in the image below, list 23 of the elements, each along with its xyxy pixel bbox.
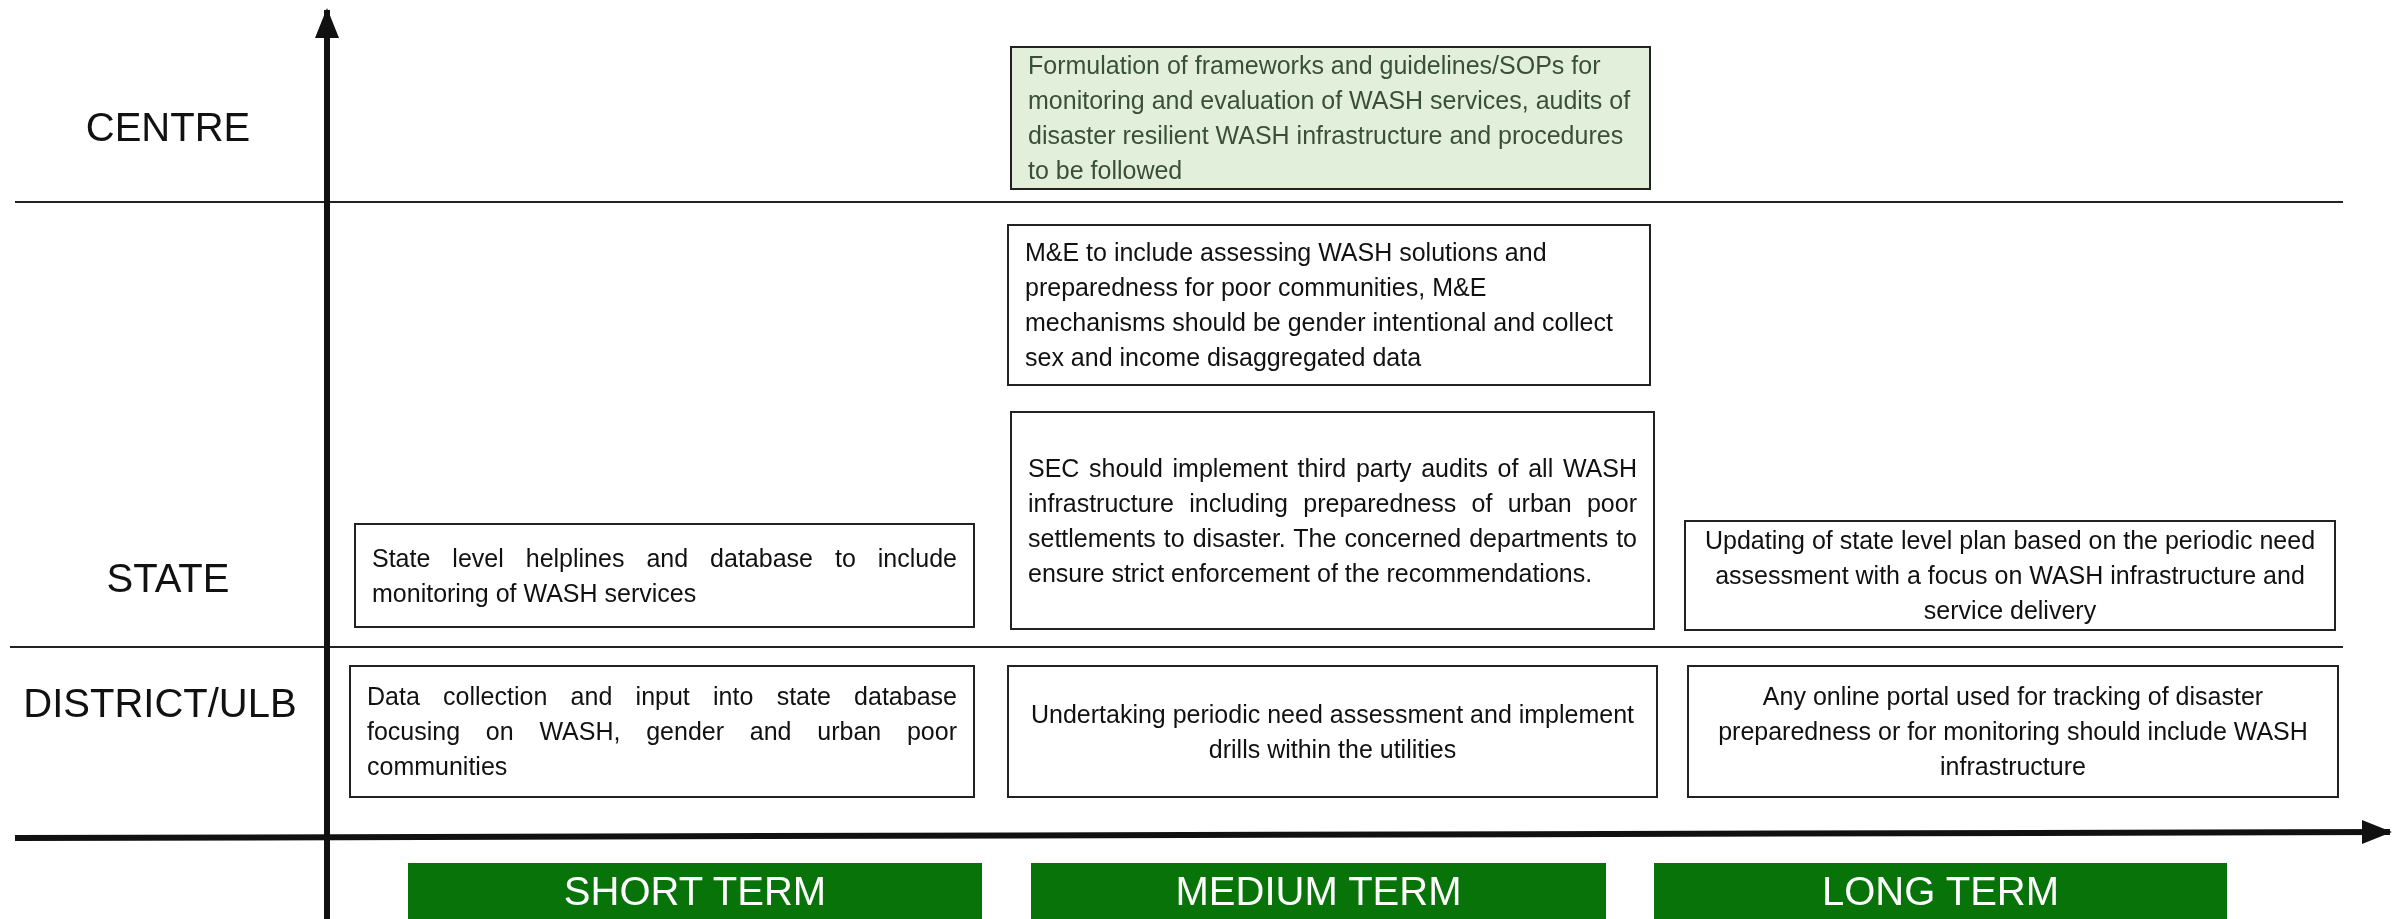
box-text: Formulation of frameworks and guidelines/SOPs for monitoring and evaluation of WASH services, audits of disaster resilient WASH infrastructure and procedures to be followed bbox=[1028, 50, 1632, 186]
term-bar bbox=[1654, 863, 2227, 919]
level-label: STATE bbox=[106, 555, 230, 602]
box-text: Undertaking periodic need assessment and implement drills within the utilities bbox=[1029, 698, 1636, 765]
term-label: LONG TERM bbox=[1820, 868, 2061, 915]
text-box bbox=[354, 523, 975, 628]
level-label: CENTRE bbox=[85, 104, 251, 151]
text-box bbox=[1010, 411, 1655, 630]
term-bar bbox=[408, 863, 982, 919]
term-label: MEDIUM TERM bbox=[1174, 868, 1463, 915]
term-bar bbox=[1031, 863, 1606, 919]
box-text: SEC should implement third party audits of all WASH infrastructure including preparedness of urban poor settlements to disaster. The concerned departments to ensure strict enforcement of the recommendations. bbox=[1028, 452, 1637, 589]
text-box bbox=[1687, 665, 2339, 798]
level-label: DISTRICT/ULB bbox=[23, 680, 297, 727]
box-text: State level helplines and database to include monitoring of WASH services bbox=[372, 542, 957, 609]
text-box bbox=[1007, 665, 1658, 798]
box-text: Updating of state level plan based on the periodic need assessment with a focus on WASH infrastructure and service delivery bbox=[1703, 525, 2317, 626]
text-box bbox=[349, 665, 975, 798]
box-text: Any online portal used for tracking of disaster preparedness or for monitoring should include WASH infrastructure bbox=[1717, 681, 2309, 782]
box-text: Data collection and input into state database focusing on WASH, gender and urban poor communities bbox=[367, 681, 957, 782]
term-label: SHORT TERM bbox=[562, 868, 828, 915]
text-box bbox=[1007, 224, 1651, 386]
box-text: M&E to include assessing WASH solutions and preparedness for poor communities, M&E mechanisms should be gender intentional and collect sex and income disaggregated data bbox=[1025, 237, 1614, 373]
